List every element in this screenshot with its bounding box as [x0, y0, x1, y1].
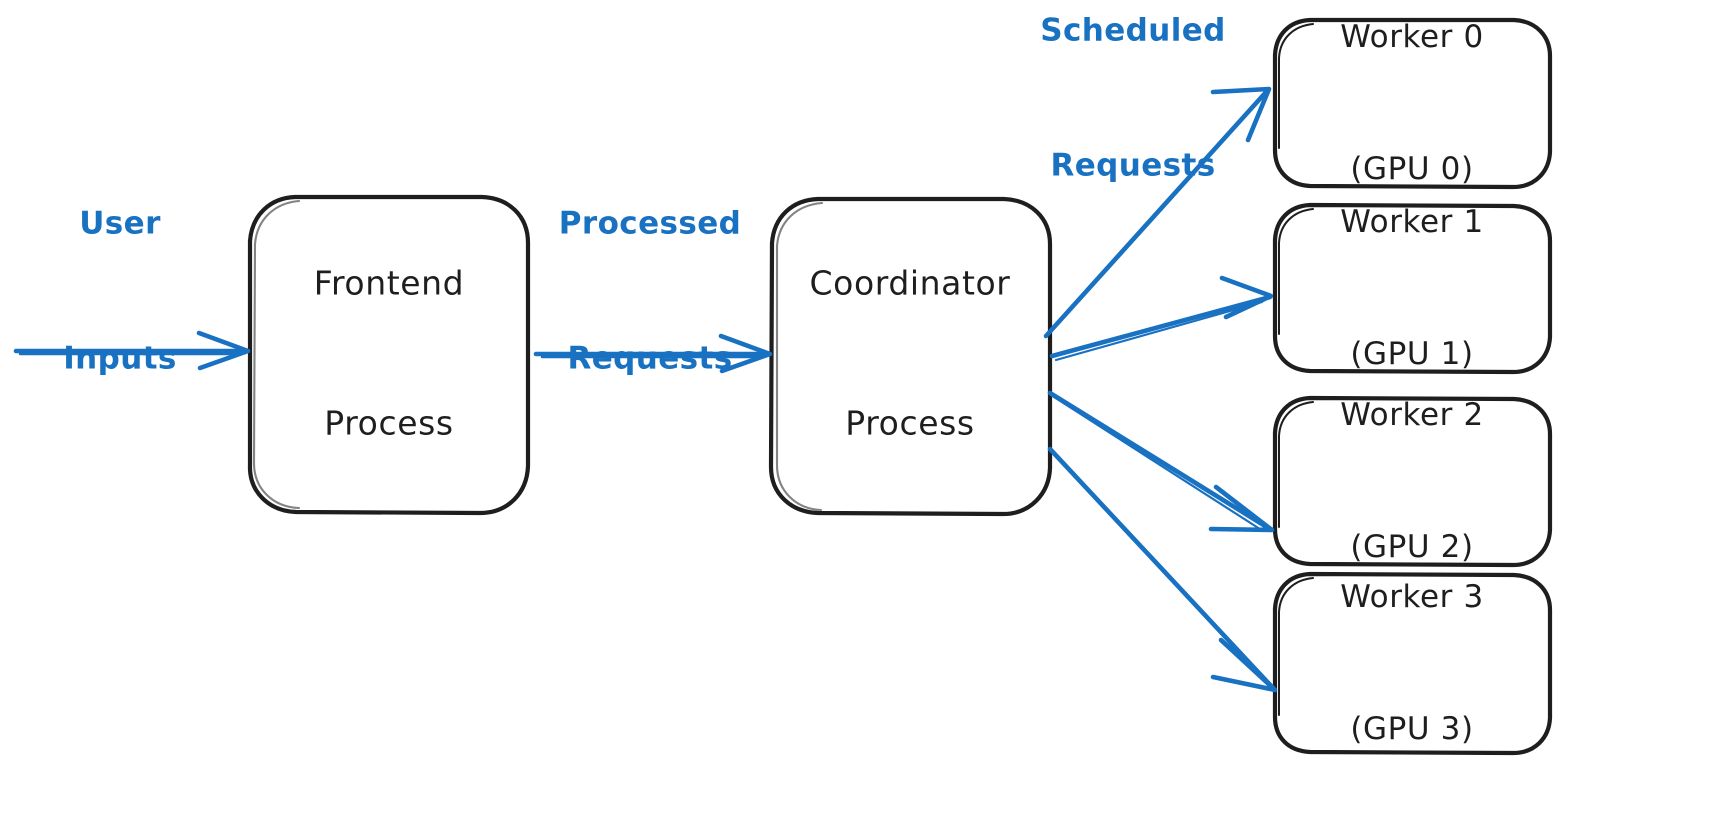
worker-1-box[interactable]	[1272, 202, 1553, 375]
worker-1-device: (GPU 1)	[1350, 336, 1474, 373]
arrow-user-inputs	[13, 330, 251, 371]
edge-label-processed-requests-line1: Processed	[558, 205, 742, 242]
worker-1-name: Worker 1	[1340, 203, 1484, 240]
coordinator-process-label-line2: Process	[845, 403, 975, 443]
arrow-to-worker-0	[1043, 86, 1272, 339]
arrow-to-worker-3	[1047, 446, 1278, 693]
arrow-to-worker-2	[1047, 390, 1275, 533]
worker-3-device: (GPU 3)	[1350, 711, 1474, 748]
coordinator-process-label-line1: Coordinator	[809, 263, 1011, 303]
edge-label-user-inputs-line2: Inputs	[63, 339, 177, 376]
worker-2-device: (GPU 2)	[1350, 529, 1474, 566]
edge-label-processed-requests-line2: Requests	[567, 339, 733, 376]
frontend-process-label: Frontend Process	[314, 167, 464, 542]
worker-0-label: Worker 0 (GPU 0)	[1340, 0, 1484, 279]
worker-3-label: Worker 3 (GPU 3)	[1340, 487, 1484, 837]
arrow-to-worker-1	[1049, 275, 1274, 362]
edge-label-user-inputs: User Inputs	[63, 111, 177, 471]
worker-2-name: Worker 2	[1340, 396, 1484, 433]
frontend-process-label-line1: Frontend	[313, 263, 465, 303]
worker-0-device: (GPU 0)	[1350, 151, 1474, 188]
frontend-process-box[interactable]	[247, 194, 531, 516]
coordinator-process-label: Coordinator Process	[810, 167, 1011, 542]
coordinator-process-box[interactable]	[768, 196, 1053, 517]
edge-label-user-inputs-line1: User	[79, 205, 161, 242]
worker-3-name: Worker 3	[1340, 578, 1484, 615]
worker-0-box[interactable]	[1272, 17, 1553, 190]
edge-label-scheduled-requests-line2: Requests	[1050, 146, 1216, 183]
arrow-processed-requests	[533, 333, 773, 374]
edge-label-scheduled-requests-line1: Scheduled	[1040, 12, 1226, 49]
worker-1-label: Worker 1 (GPU 1)	[1340, 112, 1484, 464]
frontend-process-label-line2: Process	[324, 403, 454, 443]
worker-3-box[interactable]	[1272, 571, 1553, 756]
worker-2-label: Worker 2 (GPU 2)	[1340, 305, 1484, 657]
worker-0-name: Worker 0	[1340, 18, 1484, 55]
worker-2-box[interactable]	[1272, 395, 1553, 568]
edge-label-scheduled-requests: Scheduled Requests	[1040, 0, 1226, 278]
edge-label-processed-requests: Processed Requests	[559, 111, 741, 471]
